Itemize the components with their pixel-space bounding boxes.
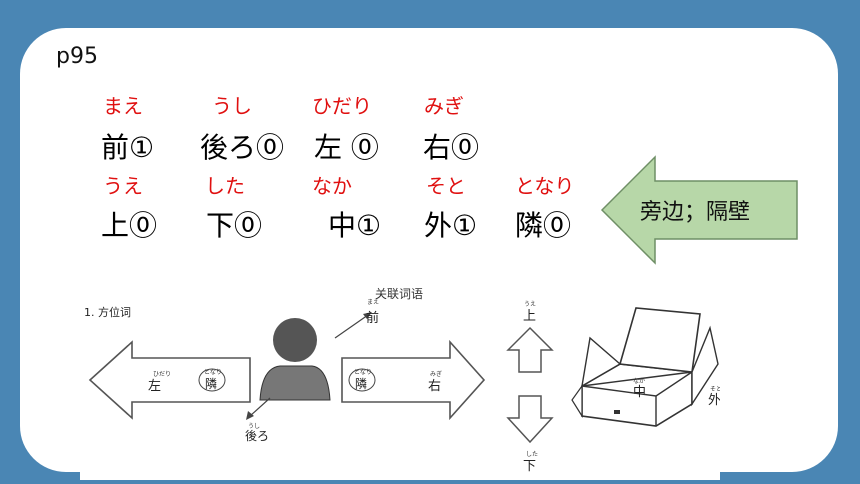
word-mae: 前① — [101, 131, 155, 164]
ushiro-ruby: うし — [248, 423, 260, 430]
reading-migi: みぎ — [424, 94, 464, 118]
migi-ruby: みぎ — [430, 370, 442, 378]
shita-ruby: した — [526, 451, 538, 458]
word-migi: 右⓪ — [423, 131, 480, 164]
back-arrow-line — [249, 397, 271, 417]
tonari-ruby-right: となり — [354, 369, 372, 376]
word-tonari: 隣⓪ — [515, 209, 572, 242]
tonari-ruby-left: となり — [204, 369, 222, 376]
reading-shita: した — [205, 174, 245, 198]
word-shita: 下⓪ — [206, 209, 263, 242]
mae-label: 前 — [366, 310, 379, 326]
tonari-circle-right — [348, 368, 376, 392]
front-arrow-line — [334, 314, 369, 339]
mae-ruby: まえ — [367, 299, 379, 306]
word-naka: 中① — [328, 209, 382, 242]
related-words-label: 关联词语 — [375, 287, 423, 301]
back-arrow-head — [246, 411, 254, 420]
tonari-label-left: 隣 — [205, 376, 217, 391]
ue-label: 上 — [523, 309, 536, 324]
word-ushiro: 後ろ⓪ — [200, 131, 285, 164]
person-body — [259, 365, 331, 401]
ue-ruby: うえ — [524, 301, 536, 308]
person-head — [273, 318, 317, 362]
open-box — [571, 307, 719, 427]
hidari-label: 左 — [148, 379, 161, 394]
reading-mae: まえ — [103, 94, 143, 118]
front-arrow-head — [363, 312, 372, 319]
tonari-circle-left — [198, 368, 226, 392]
word-hidari: 左 ⓪ — [314, 131, 379, 164]
soto-label: 外 — [708, 393, 720, 408]
reading-ushi: うし — [212, 94, 252, 118]
ushiro-label: 後ろ — [245, 429, 269, 443]
reading-ue: うえ — [103, 174, 143, 198]
soto-ruby: そと — [710, 386, 720, 393]
reading-tonari: となり — [515, 174, 575, 198]
up-arrow — [506, 326, 554, 373]
position-words-illustration: 1. 方位词 关联词语 まえ 前 ひだり 左 となり 隣 うし 後ろ となり 隣… — [80, 268, 720, 480]
hidari-ruby: ひだり — [153, 371, 171, 378]
reading-naka: なか — [312, 174, 352, 198]
down-arrow — [506, 395, 554, 444]
tonari-label-right: 隣 — [355, 376, 367, 391]
left-arrow-callout — [600, 155, 798, 265]
left-direction-arrow — [88, 340, 251, 420]
word-soto: 外① — [424, 209, 478, 242]
callout-text: 旁边；隔壁 — [640, 200, 751, 225]
naka-label: 中 — [633, 385, 646, 400]
word-ue: 上⓪ — [101, 209, 158, 242]
figure-heading: 1. 方位词 — [84, 305, 131, 319]
reading-hidari: ひだり — [312, 94, 372, 118]
right-direction-arrow — [341, 339, 486, 421]
migi-label: 右 — [428, 379, 441, 394]
page-reference: p95 — [56, 44, 98, 69]
reading-soto: そと — [426, 174, 466, 198]
shita-label: 下 — [523, 459, 536, 474]
naka-ruby: なか — [633, 378, 645, 385]
